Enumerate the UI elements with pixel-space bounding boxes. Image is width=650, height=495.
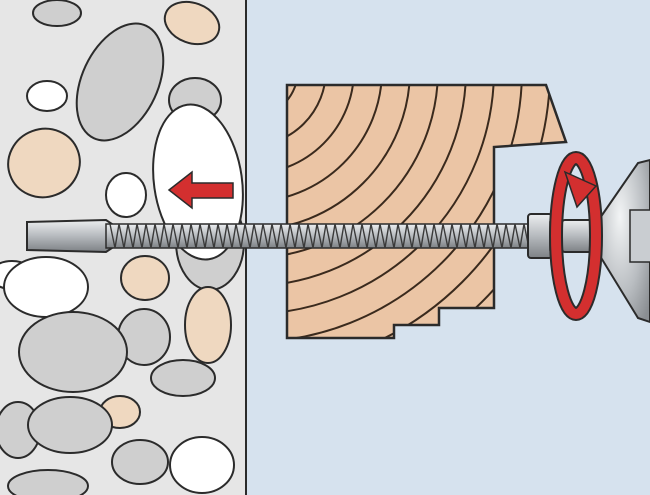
screw-head	[527, 213, 553, 259]
timber-frame	[285, 83, 568, 340]
drill-bit	[561, 158, 650, 324]
rotation-arrow-icon	[549, 151, 603, 321]
pebbles	[0, 0, 245, 495]
screw-thread	[109, 223, 534, 249]
push-arrow-icon	[167, 170, 234, 210]
frame-screw	[26, 213, 565, 259]
screw-tip	[26, 218, 119, 254]
